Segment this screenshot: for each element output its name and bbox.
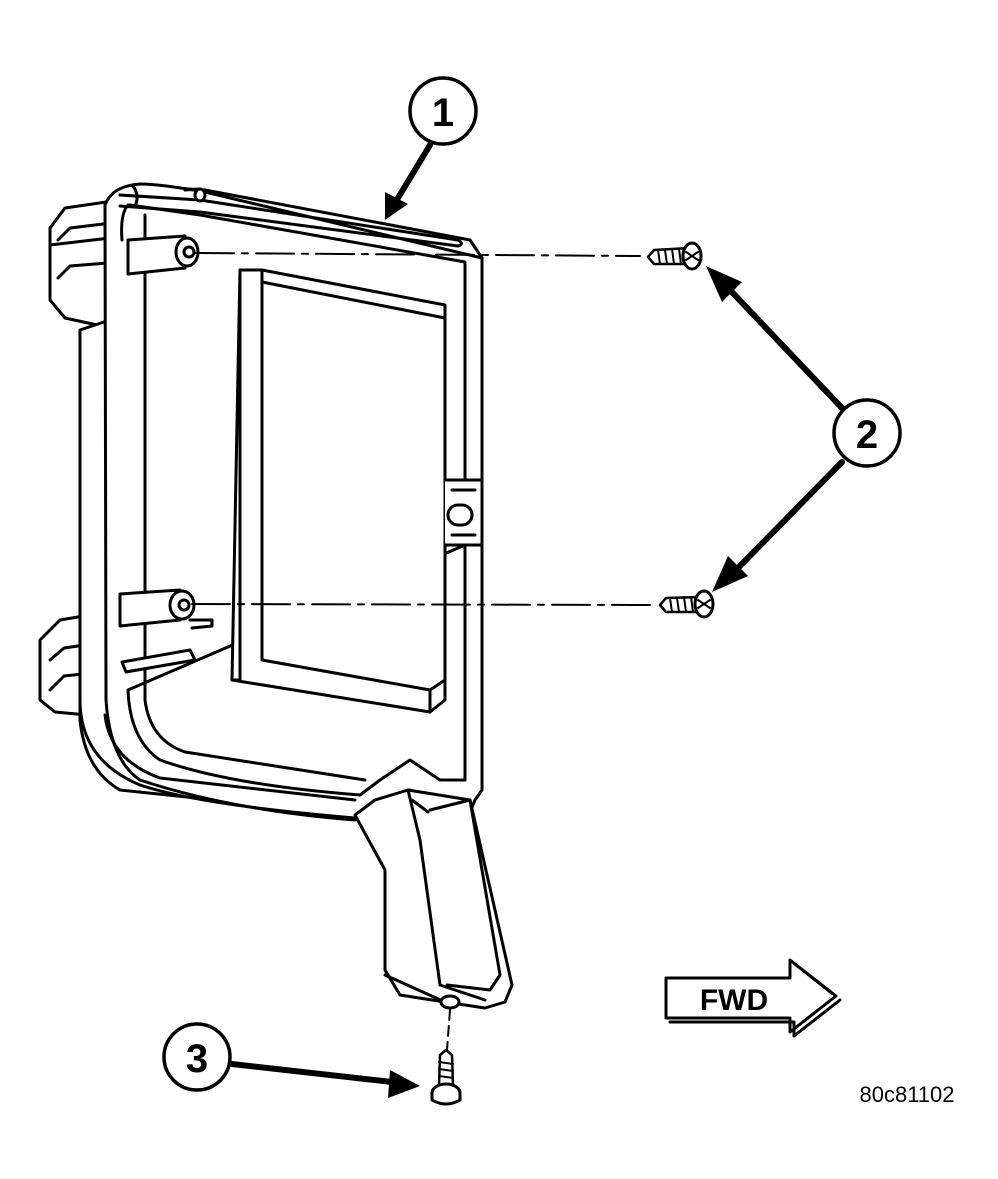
figure-id: 80c81102 [859,1082,954,1107]
housing-side-notch [443,478,484,547]
housing-window [230,268,447,714]
fwd-direction-arrow: FWD [664,958,842,1038]
bottom-screw [430,1009,462,1106]
housing [38,142,514,1010]
callout-3: 3 [162,1022,232,1092]
lower-mounting-boss [118,588,214,630]
callout-2-label: 2 [856,413,878,457]
callout-1: 1 [408,76,478,146]
fwd-label: FWD [700,984,768,1017]
housing-chute [353,788,514,1010]
callout-1-leader [385,142,433,220]
callout-1-label: 1 [432,91,454,135]
callout-3-leader [229,1061,420,1098]
lower-rib [120,648,197,674]
lower-screw [191,589,715,619]
upper-screw [195,241,703,271]
housing-top-rim [118,193,463,248]
callout-3-label: 3 [186,1037,208,1081]
callout-2: 2 [832,398,902,468]
callout-2-leaders [706,266,845,592]
upper-mounting-boss [126,234,200,276]
